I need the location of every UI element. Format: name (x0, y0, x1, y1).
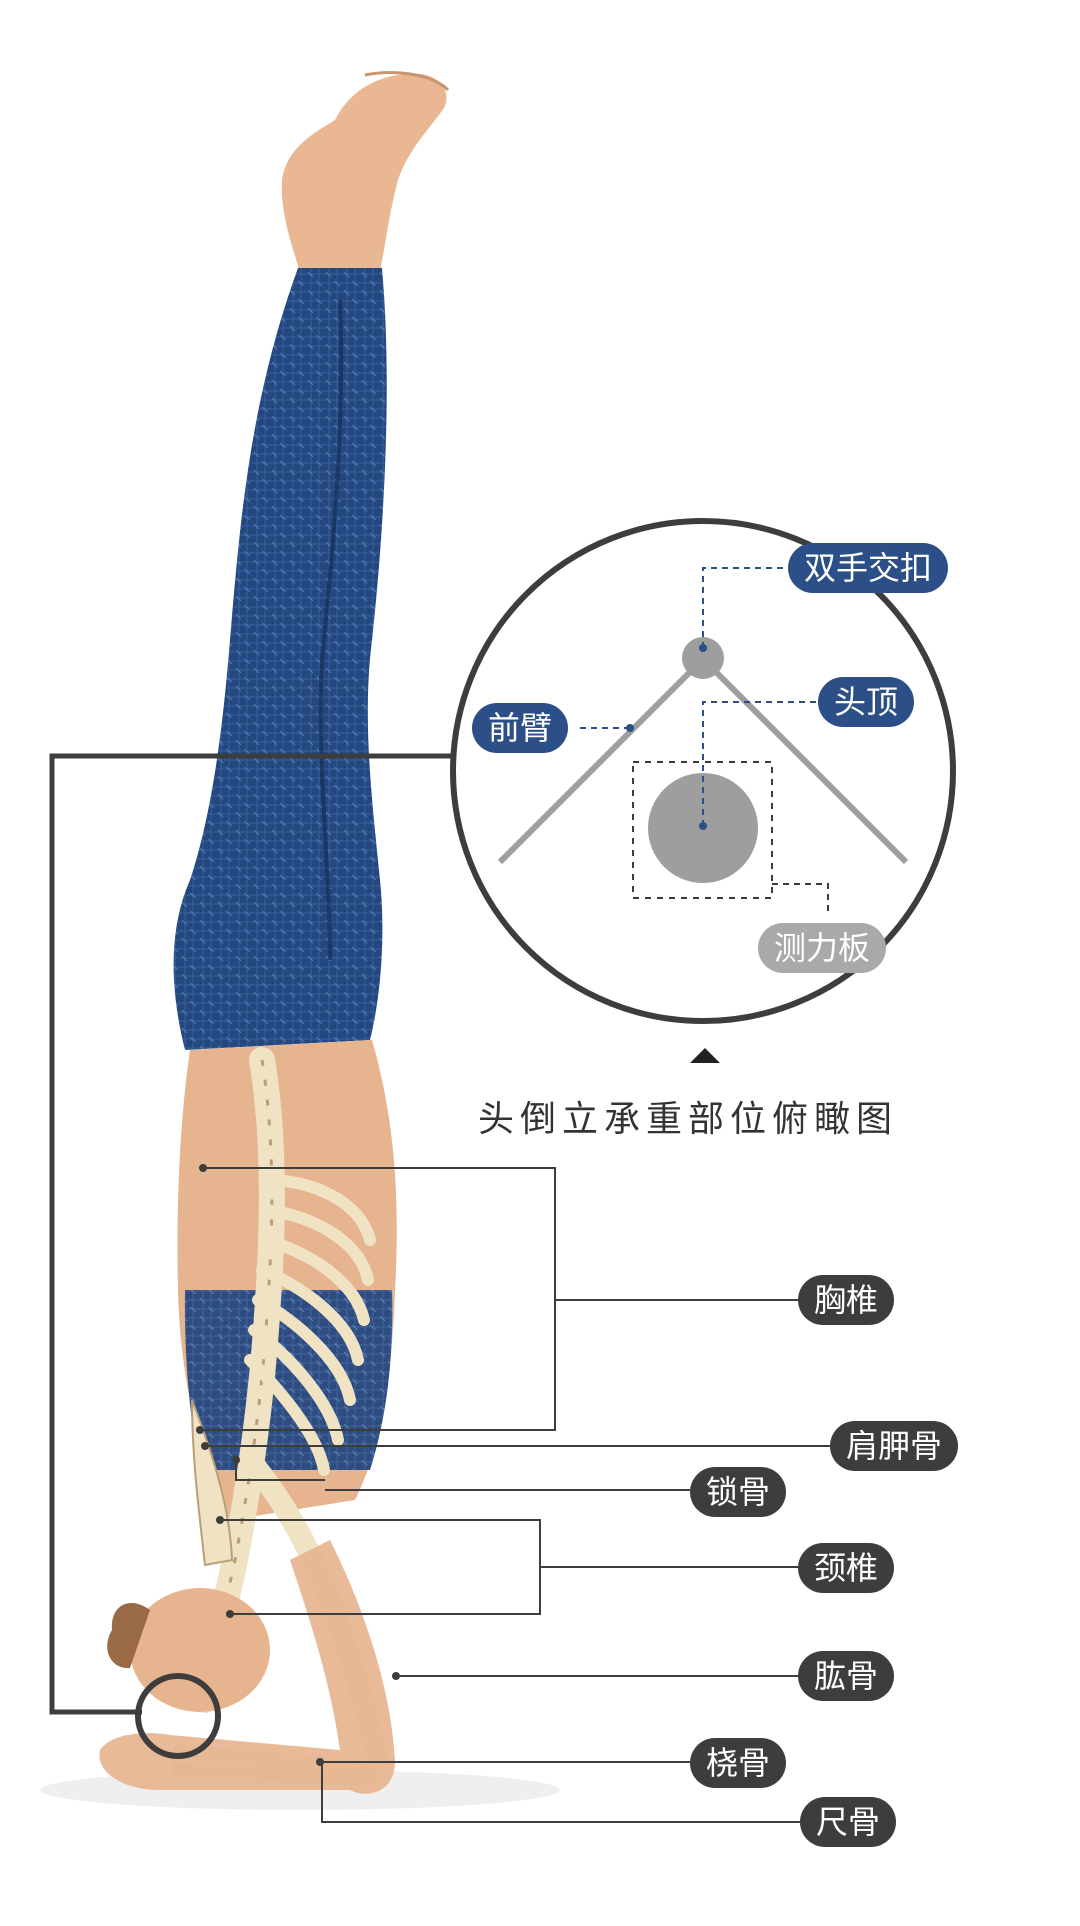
feet (281, 71, 450, 272)
leader-dots (196, 1164, 400, 1766)
label-ulna: 尺骨 (800, 1797, 897, 1847)
label-crown: 头顶 (818, 677, 915, 727)
forearm-line-left (497, 659, 703, 865)
label-hands-clasped: 双手交扣 (788, 543, 949, 593)
label-clavicle: 锁骨 (690, 1467, 787, 1517)
label-cervical-spine: 颈椎 (798, 1543, 895, 1593)
legs (173, 268, 387, 1050)
force-plate-box (632, 761, 773, 899)
inset-caption: 头倒立承重部位俯瞰图 (478, 1099, 899, 1140)
hands-dot (682, 637, 724, 679)
label-humerus: 肱骨 (798, 1651, 895, 1701)
forearm-line-right (703, 659, 909, 865)
label-force-plate: 测力板 (758, 923, 887, 973)
inset-diagram (450, 518, 956, 1063)
label-forearm: 前臂 (472, 703, 569, 753)
caption-arrow (690, 1048, 720, 1063)
leader-lines (200, 1167, 830, 1823)
label-scapula: 肩胛骨 (830, 1421, 959, 1471)
head-and-arms (99, 1540, 396, 1794)
inset-connector (49, 753, 453, 1759)
label-radius: 桡骨 (690, 1738, 787, 1788)
label-thoracic-spine: 胸椎 (798, 1275, 895, 1325)
